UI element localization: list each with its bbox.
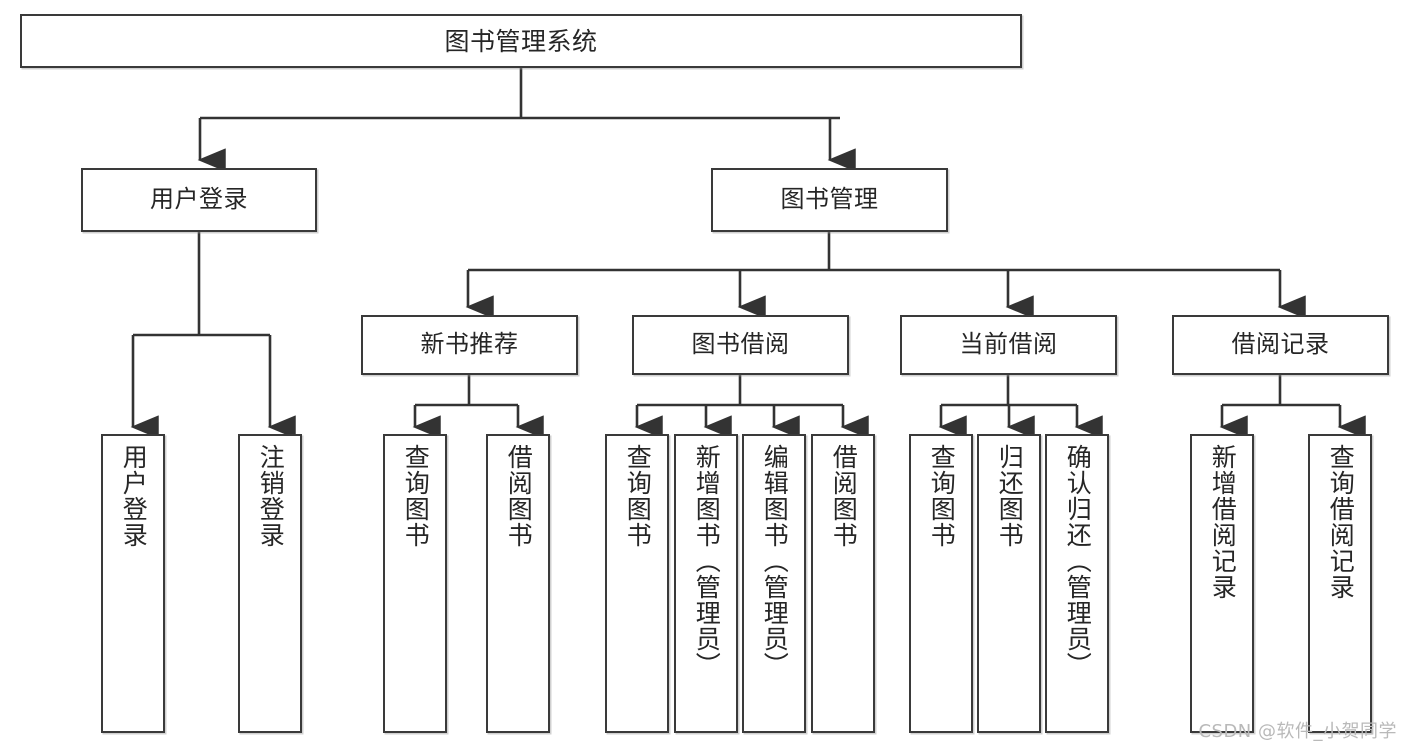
node-book-borrow-label: 图书借阅: [691, 330, 790, 359]
node-borrow-record-label: 借阅记录: [1231, 330, 1330, 359]
node-leaf-borrow-book-1-label: 借阅图书: [504, 444, 534, 548]
node-leaf-add-record-label: 新增借阅记录: [1208, 444, 1238, 600]
node-leaf-borrow-book-1[interactable]: 借阅图书: [486, 434, 550, 733]
node-leaf-borrow-book-2[interactable]: 借阅图书: [811, 434, 875, 733]
node-user-login[interactable]: 用户登录: [81, 168, 317, 232]
node-new-book-recommend[interactable]: 新书推荐: [361, 315, 578, 375]
node-leaf-user-logout[interactable]: 注销登录: [238, 434, 302, 733]
node-root[interactable]: 图书管理系统: [20, 14, 1022, 68]
node-leaf-add-book[interactable]: 新增图书（管理员）: [674, 434, 738, 733]
node-user-login-label: 用户登录: [150, 185, 248, 214]
csdn-watermark: CSDN @软件_小贺同学: [1198, 721, 1397, 742]
node-leaf-user-logout-label: 注销登录: [256, 444, 286, 548]
node-leaf-query-record[interactable]: 查询借阅记录: [1308, 434, 1372, 733]
node-current-borrow-label: 当前借阅: [959, 330, 1058, 359]
node-new-book-recommend-label: 新书推荐: [420, 330, 519, 359]
node-book-borrow[interactable]: 图书借阅: [632, 315, 849, 375]
node-leaf-query-book-2-label: 查询图书: [623, 444, 653, 548]
node-leaf-confirm-return[interactable]: 确认归还（管理员）: [1045, 434, 1109, 733]
node-leaf-add-record[interactable]: 新增借阅记录: [1190, 434, 1254, 733]
node-leaf-return-book-label: 归还图书: [995, 444, 1025, 548]
node-root-label: 图书管理系统: [444, 26, 598, 56]
node-leaf-return-book[interactable]: 归还图书: [977, 434, 1041, 733]
node-leaf-query-book-3[interactable]: 查询图书: [909, 434, 973, 733]
node-book-manage-label: 图书管理: [780, 185, 879, 214]
node-leaf-query-record-label: 查询借阅记录: [1326, 444, 1356, 600]
node-leaf-user-login-label: 用户登录: [119, 444, 149, 548]
node-borrow-record[interactable]: 借阅记录: [1172, 315, 1389, 375]
node-leaf-confirm-return-label: 确认归还（管理员）: [1063, 444, 1093, 678]
node-leaf-query-book-1-label: 查询图书: [401, 444, 431, 548]
node-current-borrow[interactable]: 当前借阅: [900, 315, 1117, 375]
node-leaf-edit-book[interactable]: 编辑图书（管理员）: [742, 434, 806, 733]
node-leaf-user-login[interactable]: 用户登录: [101, 434, 165, 733]
node-leaf-edit-book-label: 编辑图书（管理员）: [760, 444, 790, 678]
node-book-manage[interactable]: 图书管理: [711, 168, 948, 232]
node-leaf-borrow-book-2-label: 借阅图书: [829, 444, 859, 548]
node-leaf-query-book-3-label: 查询图书: [927, 444, 957, 548]
node-leaf-query-book-1[interactable]: 查询图书: [383, 434, 447, 733]
node-leaf-add-book-label: 新增图书（管理员）: [692, 444, 722, 678]
node-leaf-query-book-2[interactable]: 查询图书: [605, 434, 669, 733]
